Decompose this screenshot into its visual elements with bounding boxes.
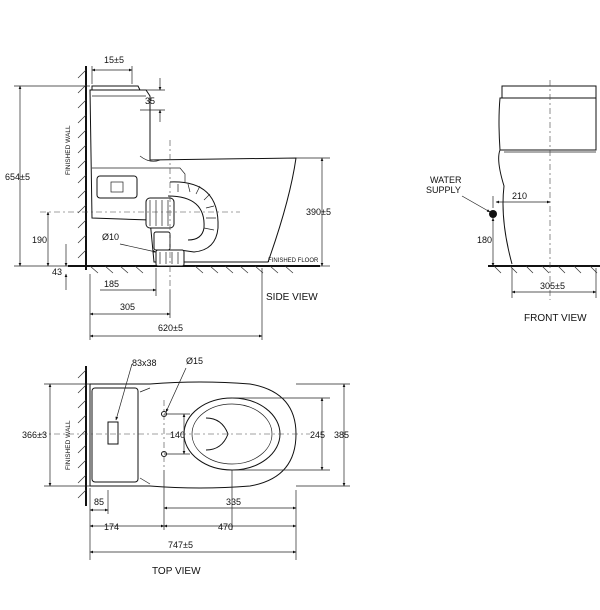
dim-190: 190 [32, 235, 47, 245]
side-view: FINISHED WALL FINISHED FLOOR [5, 55, 331, 340]
dim-470: 470 [218, 522, 233, 532]
dim-35: 35 [145, 96, 155, 106]
top-view: FINISHED WALL 83x38 Ø15 366±3 140 [22, 356, 350, 577]
top-wall-hatch [77, 366, 87, 506]
dim-85: 85 [94, 497, 104, 507]
dim-83x38: 83x38 [132, 358, 157, 368]
dim-305: 305 [120, 302, 135, 312]
water-supply-point [489, 210, 497, 218]
front-view-title: FRONT VIEW [524, 313, 587, 324]
dim-747: 747±5 [168, 540, 193, 550]
dim-366: 366±3 [22, 430, 47, 440]
dim-dia10: Ø10 [102, 232, 119, 242]
dim-185: 185 [104, 279, 119, 289]
water-supply-label-1: WATER [430, 175, 462, 185]
side-finished-floor-label: FINISHED FLOOR [268, 258, 319, 264]
dim-180: 180 [477, 235, 492, 245]
dim-15: 15±5 [104, 55, 124, 65]
dim-620: 620±5 [158, 323, 183, 333]
dim-43: 43 [52, 267, 62, 277]
side-view-title: SIDE VIEW [266, 292, 318, 303]
top-finished-wall-label: FINISHED WALL [65, 420, 72, 470]
dim-140: 140 [170, 430, 185, 440]
side-floor [68, 265, 320, 274]
dim-390: 390±5 [306, 207, 331, 217]
top-view-title: TOP VIEW [152, 566, 201, 577]
dim-335: 335 [226, 497, 241, 507]
side-finished-wall-label: FINISHED WALL [65, 125, 72, 175]
dim-dia15: Ø15 [186, 356, 203, 366]
side-toilet-body [89, 85, 297, 267]
dim-305-front: 305±5 [540, 281, 565, 291]
water-supply-label-2: SUPPLY [426, 185, 461, 195]
front-toilet-body [498, 85, 597, 265]
side-wall-hatch [77, 66, 87, 270]
front-view: WATER SUPPLY 210 180 305±5 FRONT VIEW [426, 80, 600, 324]
dim-654: 654±5 [5, 172, 30, 182]
dim-210: 210 [512, 191, 527, 201]
flush-handle [107, 421, 119, 445]
dim-385: 385 [334, 430, 349, 440]
dim-174: 174 [104, 522, 119, 532]
dim-245: 245 [310, 430, 325, 440]
